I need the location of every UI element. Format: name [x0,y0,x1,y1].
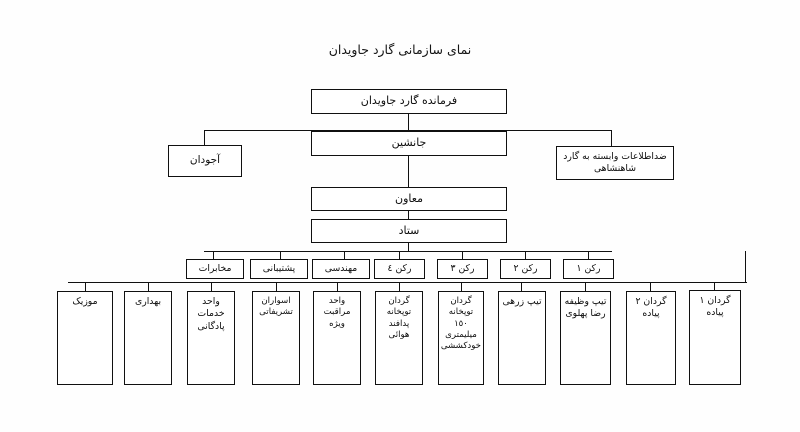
node-unit-label: موزیک [72,296,98,307]
connector-drop-special-surveillance [337,282,339,291]
connector-drop-rokn-3 [462,251,464,259]
connector-drop-air-defense-artillery [399,282,401,291]
connector-staff-sections-bus [204,251,612,253]
connector-drop-battalion-2-infantry [650,282,652,291]
connector-commander-stem [408,114,410,131]
node-assistant-label: معاون [395,191,423,205]
connector-drop-brigade-reza-pahlavi [585,282,587,291]
connector-drop-armored-brigade [521,282,523,291]
node-staff-section-label: رکن ٢ [513,262,538,274]
connector-drop-medical [148,282,150,291]
node-staff-section-engineering: مهندسی [312,259,370,279]
node-commander: فرمانده گارد جاویدان [311,89,507,114]
node-unit-special-surveillance: واحد مراقبت ویژه [313,291,361,385]
node-staff-section-rokn-2: رکن ٢ [500,259,551,279]
node-unit-label: گردان توپخانه پدافند هوائی [386,296,412,341]
node-unit-label: گردان ٢ پیاده [635,296,667,320]
node-unit-label: اسواران تشریفاتی [259,296,293,318]
node-unit-label: واحد خدمات پادگانی [197,296,225,332]
connector-deputy-to-assistant [408,156,410,187]
node-staff-section-label: مهندسی [324,262,358,274]
connector-drop-ceremonial-cavalry [276,282,278,291]
page-title: نمای سازمانی گارد جاویدان [328,42,472,57]
node-commander-label: فرمانده گارد جاویدان [360,94,458,108]
node-unit-label: واحد مراقبت ویژه [323,296,351,329]
node-unit-armored-brigade: تیپ زرهی [498,291,546,385]
node-unit-label: گردان توپخانه ١٥٠ میلیمتری خودکششی [440,296,481,352]
connector-drop-rokn-2 [525,251,527,259]
node-unit-battalion-1-infantry: گردان ١ پیاده [689,290,741,385]
node-staff-section-label: رکن ٤ [387,262,412,274]
node-deputy-label: جانشین [391,136,427,150]
connector-drop-artillery-150mm [461,282,463,291]
node-staff-section-rokn-4: رکن ٤ [374,259,425,279]
connector-drop-rokn-1 [588,251,590,259]
connector-staff-stem [408,243,410,252]
connector-drop-engineering [344,251,346,259]
node-staff-section-logistics: پشتیبانی [250,259,308,279]
node-counter-intelligence: ضداطلاعات وابسته به گارد شاهنشاهی [556,146,674,180]
node-deputy: جانشین [311,131,507,156]
node-staff-section-communications: مخابرات [186,259,244,279]
node-unit-battalion-2-infantry: گردان ٢ پیاده [626,291,676,385]
node-staff-section-label: مخابرات [198,262,232,274]
node-unit-medical: بهداری [124,291,172,385]
node-unit-music-band: موزیک [57,291,113,385]
node-staff-section-label: رکن ١ [576,262,601,274]
connector-adjutant-drop [204,130,206,146]
connector-units-right-riser [745,251,747,283]
node-unit-label: گردان ١ پیاده [699,295,731,319]
node-unit-label: تیپ وظیفه رضا پهلوی [564,296,607,320]
node-staff-section-rokn-3: رکن ٣ [437,259,488,279]
connector-drop-rokn-4 [399,251,401,259]
connector-drop-battalion-1-infantry [714,282,716,291]
node-assistant: معاون [311,187,507,211]
node-unit-brigade-reza-pahlavi: تیپ وظیفه رضا پهلوی [560,291,611,385]
node-unit-air-defense-artillery: گردان توپخانه پدافند هوائی [375,291,423,385]
connector-drop-logistics [280,251,282,259]
connector-drop-communications [213,251,215,259]
node-unit-label: بهداری [134,296,162,307]
node-adjutant: آجودان [168,145,242,177]
node-counter-intelligence-label: ضداطلاعات وابسته به گارد شاهنشاهی [563,150,667,174]
connector-drop-music-band [85,282,87,291]
connector-units-bus [68,282,747,284]
node-unit-ceremonial-cavalry: اسواران تشریفاتی [252,291,300,385]
node-unit-garrison-services: واحد خدمات پادگانی [187,291,235,385]
connector-counterintel-drop [611,130,613,146]
node-staff-section-label: پشتیبانی [262,262,296,274]
node-staff-label: ستاد [398,223,420,237]
node-unit-label: تیپ زرهی [502,296,542,307]
node-staff: ستاد [311,219,507,243]
node-adjutant-label: آجودان [189,154,221,167]
node-staff-section-label: رکن ٣ [450,262,475,274]
node-staff-section-rokn-1: رکن ١ [563,259,614,279]
connector-drop-garrison-services [211,282,213,291]
connector-assistant-to-staff [408,211,410,219]
node-unit-artillery-150mm: گردان توپخانه ١٥٠ میلیمتری خودکششی [438,291,484,385]
